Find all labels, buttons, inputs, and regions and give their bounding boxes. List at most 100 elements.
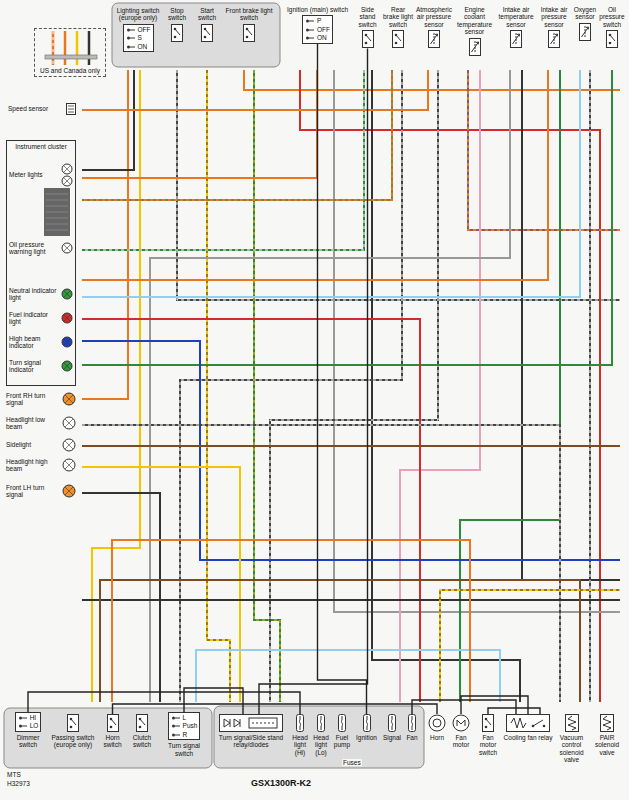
position-label: ON — [138, 43, 148, 50]
contact-symbol — [126, 35, 136, 41]
line-part — [396, 35, 401, 41]
bulb-component: Headlight low beam — [6, 416, 76, 431]
sensor-component: Oxygen sensor — [573, 6, 597, 41]
path-part — [457, 720, 465, 726]
path-part — [65, 395, 73, 403]
fuse-component: Fan — [404, 714, 420, 741]
path-part — [46, 194, 68, 230]
switch-position: ON — [126, 43, 151, 50]
switch-symbol — [67, 714, 79, 732]
rect-part — [565, 715, 578, 732]
bulb-component: Headlight high beam — [6, 458, 76, 473]
lamp-component: Meter lights — [9, 163, 73, 187]
component-label: Rear brake light switch — [383, 6, 413, 28]
switch-component: Lighting switch (europe only)OFFSON — [115, 7, 161, 52]
path-part — [391, 716, 392, 730]
rect-part — [244, 24, 255, 41]
path-part — [411, 716, 412, 730]
position-label: ON — [317, 34, 327, 41]
rect-part — [112, 3, 280, 67]
line-part — [175, 726, 180, 727]
wire-connector — [461, 696, 528, 714]
path-part — [460, 70, 560, 702]
circle-part — [127, 28, 130, 31]
circle-part — [62, 176, 72, 186]
component-label: Headlight low beam — [6, 416, 59, 431]
component-label: Lighting switch (europe only) — [115, 7, 161, 22]
path-part — [180, 70, 402, 702]
switch-component: Stop switch — [163, 7, 191, 42]
circle-part — [174, 36, 177, 39]
bulb-component: Front LH turn signal — [6, 484, 76, 499]
position-label: HI — [30, 714, 37, 721]
switch-symbol — [482, 714, 494, 732]
path-part — [254, 70, 280, 702]
circle-part — [63, 485, 75, 497]
rect-part — [318, 715, 325, 732]
path-part — [82, 341, 620, 560]
contact-symbol — [18, 715, 28, 721]
horn-component: Horn — [427, 714, 447, 741]
contact-symbol — [126, 27, 136, 33]
wire-connector — [412, 700, 516, 714]
line-part — [22, 726, 27, 727]
path-part — [53, 31, 54, 65]
rect-part — [202, 24, 213, 41]
solenoid-symbol — [600, 714, 614, 732]
rect-part — [339, 715, 346, 732]
circle-part — [139, 726, 142, 729]
rect-part — [393, 31, 404, 48]
path-part — [468, 70, 620, 230]
lamp-symbol — [61, 163, 73, 187]
model-caption: GSX1300R-K2 — [250, 778, 312, 788]
path-part — [270, 70, 438, 702]
sensor-component: Intake air pressure sensor — [538, 6, 570, 48]
path-part — [82, 70, 128, 399]
component-label: Intake air pressure sensor — [538, 6, 570, 28]
rect-part — [389, 715, 396, 732]
fuse-symbol — [363, 714, 371, 732]
circle-part — [127, 45, 130, 48]
path-part — [582, 27, 589, 37]
contact-symbol — [171, 723, 181, 729]
switch-body: LPushR — [168, 712, 201, 740]
rect-part — [429, 31, 440, 48]
region-box: US and Canada only — [34, 28, 106, 77]
circle-part — [62, 243, 72, 253]
path-part — [334, 70, 620, 612]
circle-part — [395, 42, 398, 45]
switch-symbol — [136, 714, 148, 732]
component-label: Atmospheric air pressure sensor — [415, 6, 453, 28]
rect-part — [469, 38, 480, 55]
circle-part — [19, 725, 22, 728]
component-label: Start switch — [193, 7, 221, 22]
line-part — [309, 38, 314, 39]
component-label: Oil pressure warning light — [9, 241, 58, 256]
component-label: Ignition — [356, 734, 377, 741]
switch-component: Side stand switch — [354, 6, 381, 48]
switch-position: P — [305, 17, 330, 24]
component-label: Front LH turn signal — [6, 484, 59, 499]
circle-part — [109, 726, 112, 729]
path-part — [82, 70, 392, 200]
wires — [82, 70, 620, 702]
circle-part — [63, 393, 75, 405]
component-label: Oil pressure switch — [599, 6, 625, 28]
cluster-heading: Instrument cluster — [9, 143, 73, 150]
path-part — [68, 106, 74, 112]
solenoid-component: PAIR solenoid valve — [590, 714, 624, 756]
solenoid-component: Vacuum control solenoid valve — [555, 714, 588, 764]
switch-symbol — [392, 30, 404, 48]
path-part — [180, 70, 402, 702]
component-label: Signal — [383, 734, 401, 741]
solenoid-symbol — [565, 714, 579, 732]
component-label: Ignition (main) switch — [287, 6, 348, 13]
switch-component: Fan motor switch — [475, 714, 501, 756]
component-label: Oxygen sensor — [573, 6, 597, 21]
rect-part — [44, 188, 70, 236]
path-part — [440, 590, 620, 702]
switch-component: Front brake light switch — [223, 7, 275, 42]
path-part — [366, 716, 367, 730]
